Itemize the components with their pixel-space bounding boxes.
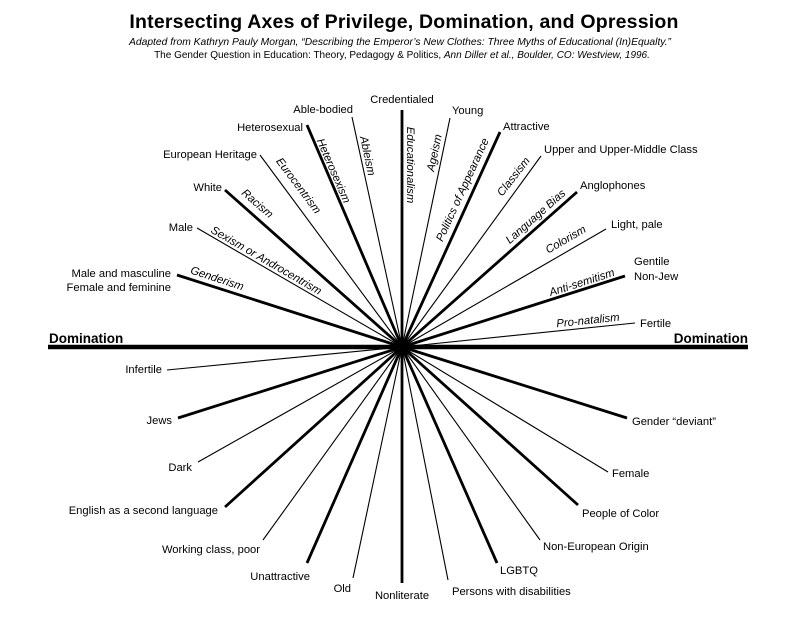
axis-line-anti-semitism-privilege [401, 274, 626, 349]
axis-line-pro-natalism-oppression [166, 346, 403, 371]
privilege-label-heterosexual: Heterosexual [237, 122, 303, 134]
axis-line-politics-of-appearance-privilege [400, 131, 502, 348]
page-title: Intersecting Axes of Privilege, Dominati… [129, 11, 678, 33]
axis-line-genderism-privilege [176, 273, 403, 349]
axis-line-ageism-oppression [352, 346, 403, 579]
axis-line-heterosexism-oppression [400, 346, 499, 564]
privilege-label-non-jew: Non-Jew [634, 271, 679, 283]
privilege-label-credentialed: Credentialed [370, 94, 433, 106]
axis-line-racism-privilege [224, 188, 403, 349]
domination-label-left: Domination [49, 331, 123, 346]
subtitle-line-2-italic: Ann Diller et al., Boulder, CO: Westview… [443, 50, 650, 61]
axis-line-sexism-or-androcentrism-privilege [196, 227, 403, 348]
axis-line-classism-privilege [401, 155, 542, 348]
privilege-label-anglophones: Anglophones [580, 180, 646, 192]
oppression-label-gender-deviant: Gender “deviant” [632, 416, 716, 428]
axis-line-colorism-oppression [197, 346, 403, 463]
axis-line-ageism-privilege [401, 117, 451, 348]
privilege-label-able-bodied: Able-bodied [293, 104, 353, 116]
axis-line-ableism-oppression [401, 346, 449, 581]
oppression-label-working-class-poor: Working class, poor [162, 544, 260, 556]
oppression-label-dark: Dark [168, 462, 192, 474]
axis-line-classism-oppression [262, 346, 403, 541]
oppression-label-unattractive: Unattractive [250, 571, 310, 583]
privilege-label-male: Male [169, 222, 193, 234]
oppression-label-persons-with-disabilities: Persons with disabilities [452, 586, 571, 598]
oppression-label-nonliterate: Nonliterate [375, 590, 429, 602]
oppression-label-people-of-color: People of Color [582, 508, 659, 520]
privilege-label-upper-and-upper-middle-class: Upper and Upper-Middle Class [544, 144, 698, 156]
axis-line-language-bias-oppression [224, 345, 403, 509]
axis-line-sexism-or-androcentrism-oppression [401, 346, 609, 473]
axis-name-educationalism: Educationalism [404, 127, 416, 204]
privilege-label-fertile: Fertile [640, 318, 671, 330]
axis-line-ableism-privilege [351, 116, 403, 348]
privilege-label-european-heritage: European Heritage [163, 149, 257, 161]
oppression-label-non-european-origin: Non-European Origin [543, 541, 649, 553]
oppression-label-lgbtq: LGBTQ [500, 565, 538, 577]
subtitle-line-2-plain: The Gender Question in Education: Theory… [154, 50, 444, 61]
privilege-label-white: White [193, 182, 222, 194]
axis-line-racism-oppression [401, 345, 579, 507]
axis-line-heterosexism-privilege [305, 124, 404, 348]
subtitle-line-1: Adapted from Kathryn Pauly Morgan, “Desc… [128, 37, 672, 48]
axis-line-politics-of-appearance-oppression [305, 346, 404, 564]
axis-line-colorism-privilege [401, 228, 607, 348]
axis-line-pro-natalism-privilege [401, 322, 636, 348]
axis-line-eurocentrism-privilege [259, 154, 403, 348]
oppression-label-female: Female [612, 468, 649, 480]
domination-label-right: Domination [674, 331, 748, 346]
subtitle-line-2: The Gender Question in Education: Theory… [154, 50, 650, 61]
axis-line-genderism-oppression [401, 345, 628, 420]
privilege-label-gentile: Gentile [634, 256, 669, 268]
privilege-label-light-pale: Light, pale [611, 219, 663, 231]
axis-line-language-bias-privilege [401, 190, 578, 349]
oppression-label-english-as-a-second-language: English as a second language [69, 505, 218, 517]
axis-line-anti-semitism-oppression [177, 345, 403, 420]
axis-line-eurocentrism-oppression [401, 346, 541, 541]
oppression-label-infertile: Infertile [125, 364, 162, 376]
oppression-label-jews: Jews [147, 415, 173, 427]
privilege-label-attractive: Attractive [503, 121, 550, 133]
privilege-label-female-and-feminine: Female and feminine [67, 282, 171, 294]
privilege-label-male-and-masculine: Male and masculine [72, 268, 172, 280]
privilege-label-young: Young [452, 105, 483, 117]
oppression-label-old: Old [334, 583, 351, 595]
